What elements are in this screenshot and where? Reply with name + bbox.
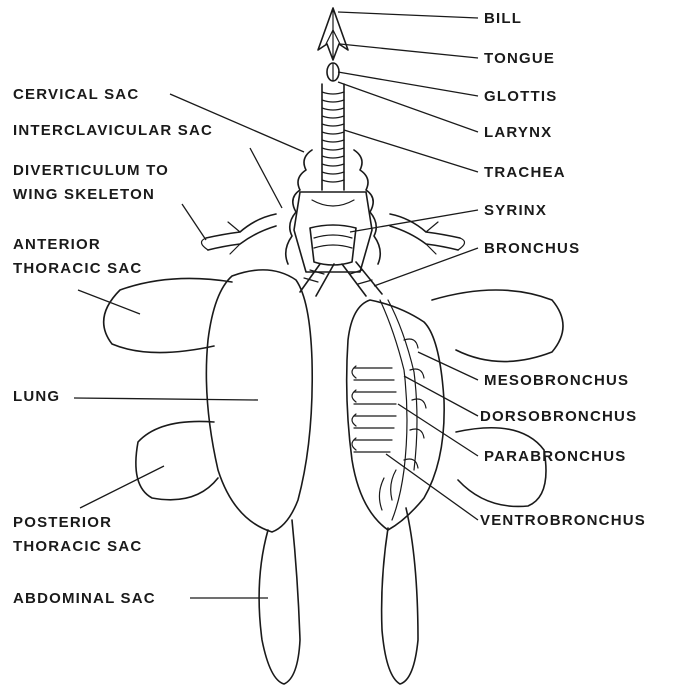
larynx-shape: [327, 63, 339, 81]
abdominal-sac-shapes: [259, 508, 418, 684]
label-syrinx: SYRINX: [484, 200, 547, 222]
wing-diverticulum-shapes: [201, 214, 464, 254]
label-diverticulum-line1: DIVERTICULUM TO: [13, 160, 169, 182]
label-trachea: TRACHEA: [484, 162, 566, 184]
anterior-thoracic-sac-shapes: [104, 278, 563, 361]
bronchus-shapes: [300, 262, 382, 296]
label-dorsobronchus: DORSOBRONCHUS: [480, 406, 637, 428]
label-diverticulum-line2: WING SKELETON: [13, 184, 155, 206]
interclavicular-sac-shape: [294, 192, 372, 272]
label-anterior-thoracic-line2: THORACIC SAC: [13, 258, 142, 280]
label-posterior-thoracic-line1: POSTERIOR: [13, 512, 112, 534]
cervical-sac-shapes: [286, 150, 381, 264]
trachea-shape: [322, 84, 344, 190]
label-larynx: LARYNX: [484, 122, 552, 144]
label-bronchus: BRONCHUS: [484, 238, 580, 260]
label-parabronchus: PARABRONCHUS: [484, 446, 626, 468]
internal-bronchi-shapes: [352, 300, 426, 520]
label-ventrobronchus: VENTROBRONCHUS: [480, 510, 646, 532]
label-abdominal-sac: ABDOMINAL SAC: [13, 588, 156, 610]
label-lung: LUNG: [13, 386, 60, 408]
label-posterior-thoracic-line2: THORACIC SAC: [13, 536, 142, 558]
label-bill: BILL: [484, 8, 522, 30]
bill-shape: [318, 8, 348, 60]
lung-shapes: [206, 270, 444, 532]
label-glottis: GLOTTIS: [484, 86, 557, 108]
label-tongue: TONGUE: [484, 48, 555, 70]
label-interclavicular-sac: INTERCLAVICULAR SAC: [13, 120, 213, 142]
label-cervical-sac: CERVICAL SAC: [13, 84, 139, 106]
label-anterior-thoracic-line1: ANTERIOR: [13, 234, 101, 256]
label-mesobronchus: MESOBRONCHUS: [484, 370, 629, 392]
syrinx-shape: [310, 225, 356, 265]
